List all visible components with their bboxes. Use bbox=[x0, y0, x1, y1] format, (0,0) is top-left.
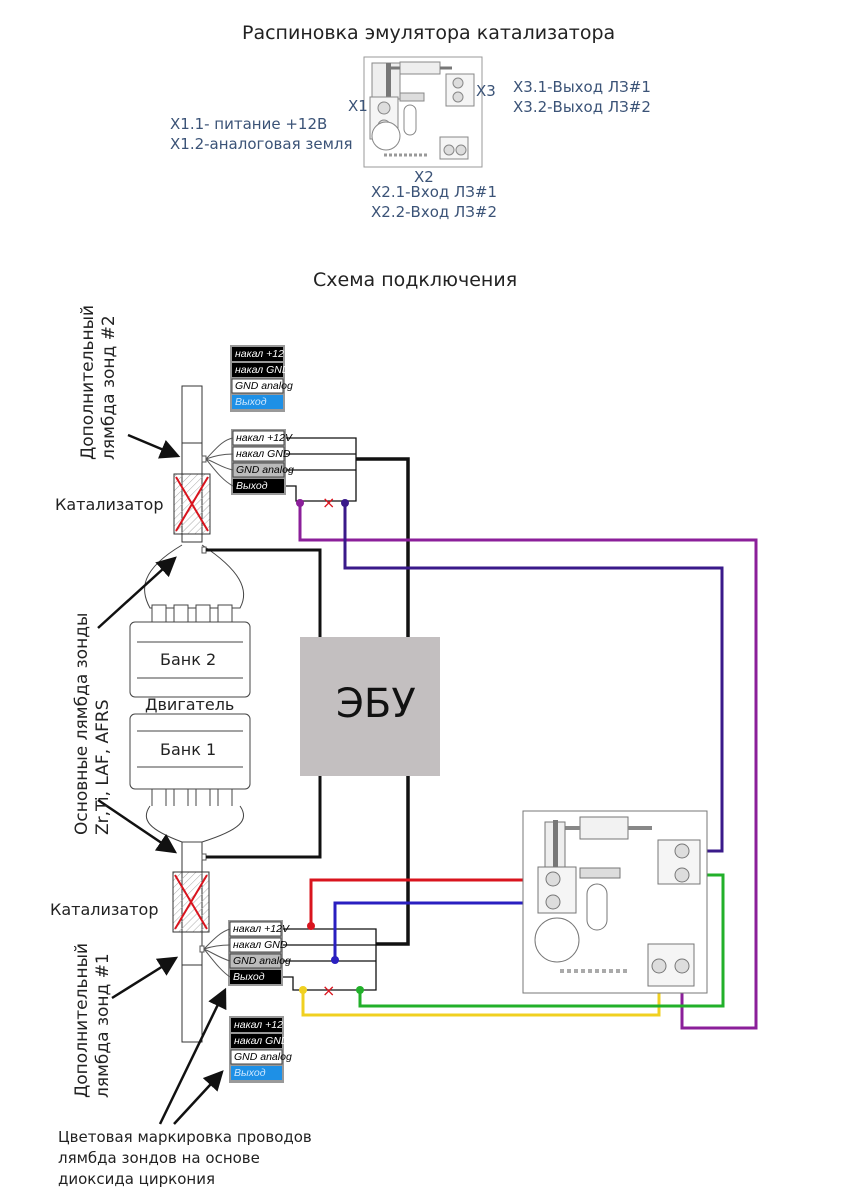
legend-top-heater-gnd: накал GND bbox=[235, 364, 290, 376]
sensor2-label-line2: лямбда зонд #2 bbox=[99, 315, 119, 460]
catalyst-bottom-label: Катализатор bbox=[50, 900, 159, 919]
sensor1-label-line2: лямбда зонд #1 bbox=[93, 953, 113, 1098]
bank2-label: Банк 2 bbox=[160, 650, 217, 669]
catalyst-bottom bbox=[172, 871, 210, 933]
x3-pin1-text: X3.1-Выход ЛЗ#1 bbox=[513, 78, 651, 96]
bank1-label: Банк 1 bbox=[160, 740, 217, 759]
conn1-gnd-analog: GND analog bbox=[233, 955, 291, 967]
x2-description: X2.1-Вход ЛЗ#1 X2.2-Вход ЛЗ#2 bbox=[371, 182, 497, 222]
conn1-output: Выход bbox=[233, 971, 265, 983]
cut-mark-top: × bbox=[322, 493, 335, 512]
x3-label: X3 bbox=[476, 82, 496, 100]
x3-pin2-text: X3.2-Выход ЛЗ#2 bbox=[513, 98, 651, 116]
wire-legend-top bbox=[230, 345, 285, 412]
sensor2-label: Дополнительный лямбда зонд #2 bbox=[78, 305, 120, 460]
engine bbox=[129, 544, 251, 843]
x1-pin1-text: X1.1- питание +12В bbox=[170, 115, 328, 133]
indigo-wire bbox=[343, 501, 724, 853]
sensor1-label: Дополнительный лямбда зонд #1 bbox=[72, 943, 114, 1098]
main-sensors-label-line2: Zr,Ti, LAF, AFRS bbox=[93, 699, 113, 835]
wire-legend-bottom bbox=[229, 1016, 284, 1083]
purple-wire bbox=[298, 501, 758, 1030]
x1-label: X1 bbox=[348, 97, 368, 115]
legend-top-gnd-analog: GND analog bbox=[235, 380, 293, 392]
sensor2-label-line1: Дополнительный bbox=[78, 304, 98, 460]
conn2-heater-12v: накал +12V bbox=[236, 432, 292, 444]
x2-label: X2 bbox=[414, 168, 434, 186]
conn1-heater-12v: накал +12V bbox=[233, 923, 289, 935]
sensor1-connector bbox=[228, 920, 283, 986]
legend-top-output: Выход bbox=[235, 396, 267, 408]
conn2-output: Выход bbox=[236, 480, 268, 492]
legend-bottom-heater-12v: накал +12V bbox=[234, 1019, 290, 1031]
main-sensors-label-line1: Основные лямбда зонды bbox=[72, 612, 92, 835]
conn1-heater-gnd: накал GND bbox=[233, 939, 288, 951]
x3-description: X3.1-Выход ЛЗ#1 X3.2-Выход ЛЗ#2 bbox=[513, 77, 651, 117]
catalyst-top-label: Катализатор bbox=[55, 495, 164, 514]
legend-bottom-output: Выход bbox=[234, 1067, 266, 1079]
main-sensors-label: Основные лямбда зонды Zr,Ti, LAF, AFRS bbox=[72, 613, 114, 835]
cut-mark-bottom: × bbox=[322, 981, 335, 1000]
yellow-wire bbox=[301, 975, 661, 1017]
catalyst-top bbox=[173, 473, 211, 535]
emulator-pcb bbox=[522, 810, 708, 994]
legend-bottom-gnd-analog: GND analog bbox=[234, 1051, 292, 1063]
ecu-label: ЭБУ bbox=[336, 681, 416, 727]
sensor2-connector bbox=[231, 429, 286, 495]
green-wire bbox=[358, 873, 725, 1008]
legend-bottom-heater-gnd: накал GND bbox=[234, 1035, 289, 1047]
ecu-block bbox=[300, 637, 440, 776]
sensor1-label-line1: Дополнительный bbox=[72, 942, 92, 1098]
scheme-title: Схема подключения bbox=[313, 269, 518, 291]
x2-pin1-text: X2.1-Вход ЛЗ#1 bbox=[371, 183, 498, 201]
x1-pin2-text: X1.2-аналоговая земля bbox=[170, 135, 353, 153]
blue-wire bbox=[333, 901, 553, 960]
sensor-leads bbox=[199, 437, 234, 978]
small-pcb bbox=[363, 56, 483, 168]
engine-label: Двигатель bbox=[145, 695, 235, 714]
red-wire bbox=[309, 878, 553, 926]
conn2-heater-gnd: накал GND bbox=[236, 448, 291, 460]
conn2-gnd-analog: GND analog bbox=[236, 464, 294, 476]
black-wires bbox=[206, 437, 410, 991]
x2-pin2-text: X2.2-Вход ЛЗ#2 bbox=[371, 203, 498, 221]
x1-description: X1.1- питание +12В X1.2-аналоговая земля bbox=[170, 114, 353, 154]
color-coding-note: Цветовая маркировка проводов лямбда зонд… bbox=[58, 1128, 312, 1188]
legend-top-heater-12v: накал +12V bbox=[235, 348, 291, 360]
pinout-title: Распиновка эмулятора катализатора bbox=[242, 22, 616, 44]
pointer-arrows bbox=[97, 433, 227, 1125]
